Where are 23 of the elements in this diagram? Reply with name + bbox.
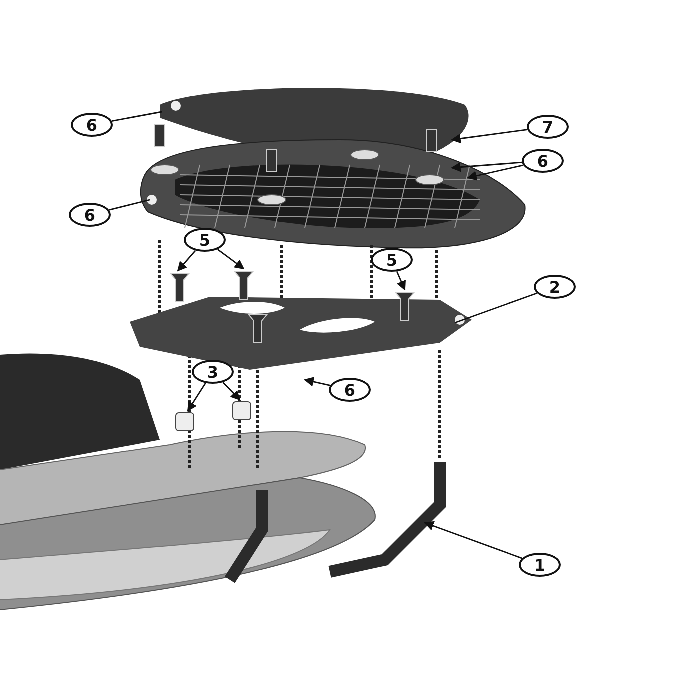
leader-line	[454, 292, 538, 324]
callout-number: 7	[527, 115, 569, 139]
leader-line	[222, 382, 241, 401]
callout-number: 6	[71, 113, 113, 137]
callout-number: 5	[371, 248, 413, 272]
callout-number: 3	[192, 360, 234, 384]
leader-line	[451, 129, 528, 144]
callout-number: 6	[329, 378, 371, 402]
leader-line	[109, 199, 150, 211]
leader-line	[177, 250, 196, 272]
callout-number: 2	[534, 275, 576, 299]
callout-number: 1	[519, 553, 561, 577]
leader-line	[451, 162, 522, 172]
callout-number: 5	[184, 228, 226, 252]
callout-number: 6	[69, 203, 111, 227]
leader-line	[467, 164, 524, 181]
callout-number: 6	[522, 149, 564, 173]
leader-line	[424, 521, 523, 560]
leader-line	[217, 248, 245, 270]
leader-line	[187, 382, 206, 412]
leader-line	[396, 271, 406, 291]
leader-line	[112, 111, 162, 122]
leader-line	[304, 377, 331, 387]
